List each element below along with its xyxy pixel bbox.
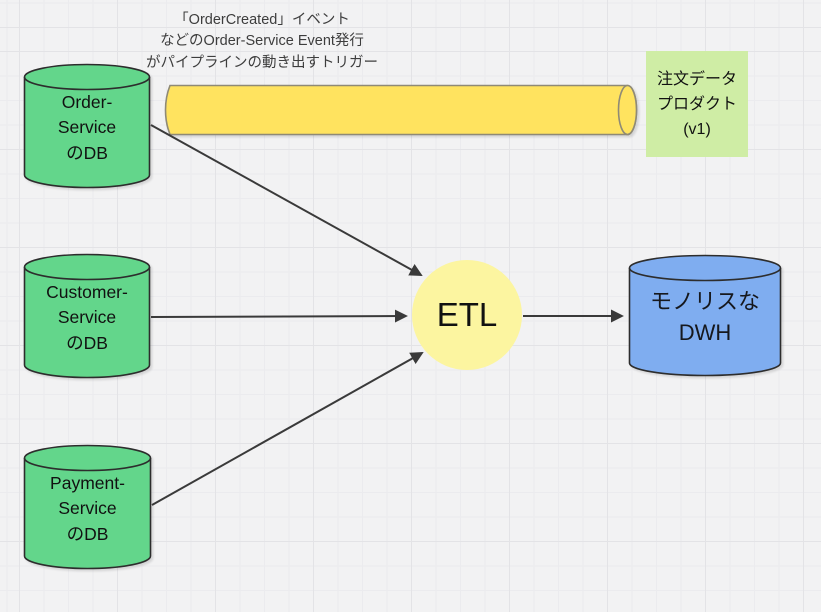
customer-service-db-node[interactable]: Customer- Service のDB <box>23 253 151 379</box>
arrow-customer-db-to-etl[interactable] <box>150 309 408 323</box>
order-service-db-node[interactable]: Order- Service のDB <box>23 63 151 189</box>
etl-process-node[interactable]: ETL <box>412 260 522 370</box>
pipe-end-cap <box>617 84 638 136</box>
arrow-order-db-to-etl[interactable] <box>150 124 423 276</box>
annotation-line-3: がパイプラインの動き出すトリガー <box>146 54 378 71</box>
database-cylinder-icon <box>23 444 152 570</box>
database-cylinder-icon <box>628 254 782 377</box>
pipe-body[interactable] <box>164 84 638 136</box>
annotation-line-2: などのOrder-Service Event発行 <box>160 33 364 50</box>
payment-service-db-node[interactable]: Payment- Service のDB <box>23 444 152 570</box>
pipeline-trigger-annotation: 「OrderCreated」イベント などのOrder-Service Even… <box>140 10 384 74</box>
event-pipeline-pipe-shape[interactable] <box>164 84 639 136</box>
sticky-note-order-data-product[interactable]: 注文データ プロダクト (v1) <box>646 51 748 157</box>
etl-label: ETL <box>436 296 498 333</box>
database-cylinder-icon <box>23 253 151 379</box>
sticky-line-1: 注文データ <box>656 70 737 88</box>
monolithic-dwh-node[interactable]: モノリスな DWH <box>628 254 782 377</box>
arrow-payment-db-to-etl[interactable] <box>151 352 424 506</box>
annotation-line-1: 「OrderCreated」イベント <box>174 12 350 28</box>
sticky-line-3: (v1) <box>683 120 711 138</box>
database-cylinder-icon <box>23 63 151 189</box>
sticky-line-2: プロダクト <box>656 95 737 113</box>
